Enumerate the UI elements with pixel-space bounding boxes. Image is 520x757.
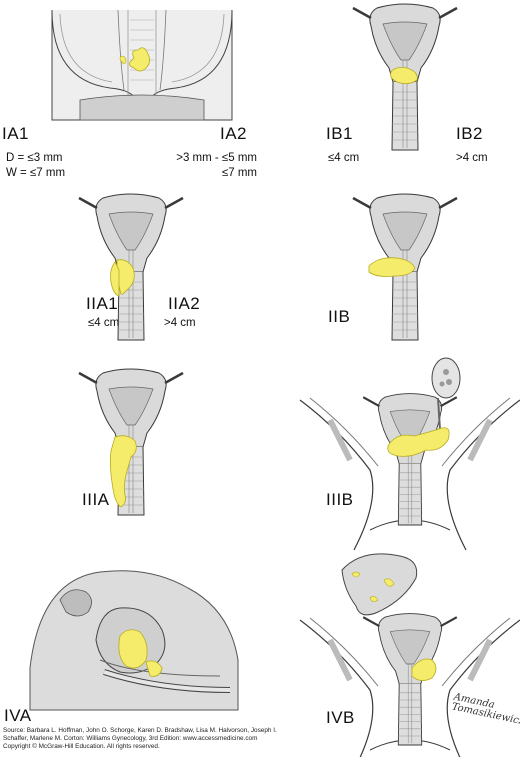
- source-line-2: Schaffer, Marlene M. Corton: Williams Gy…: [3, 735, 258, 743]
- panel-iiib-illustration: [300, 357, 520, 550]
- source-line-1: Source: Barbara L. Hoffman, John O. Scho…: [3, 727, 277, 734]
- stage-iiia-label: IIIA: [82, 490, 110, 509]
- stage-ia1-label: IA1: [2, 124, 30, 143]
- stage-ia2-label: IA2: [220, 124, 248, 143]
- stage-iva-label: IVA: [4, 706, 32, 725]
- ib1-size-text: ≤4 cm: [328, 152, 360, 164]
- copyright-line: Copyright © McGraw-Hill Education. All r…: [3, 743, 160, 751]
- iia2-size-text: >4 cm: [164, 317, 196, 329]
- ia2-depth-text: >3 mm - ≤5 mm: [176, 152, 257, 164]
- stage-ivb-label: IVB: [326, 708, 355, 727]
- panel-ivb-illustration: [300, 553, 520, 757]
- stage-iia2-label: IIA2: [168, 294, 201, 313]
- stage-iib-label: IIB: [328, 307, 351, 326]
- panel-iiia-illustration: [77, 367, 185, 517]
- panel-ib-illustration: [351, 2, 459, 152]
- source-credit: Source: Barbara L. Hoffman, John O. Scho…: [3, 727, 303, 752]
- ia1-depth-text: D = ≤3 mm: [6, 152, 63, 164]
- panel-ia-illustration: [51, 9, 233, 121]
- iia1-size-text: ≤4 cm: [88, 317, 120, 329]
- panel-iia-illustration: [77, 192, 185, 342]
- ia2-width-text: ≤7 mm: [221, 167, 257, 179]
- panel-iva-illustration: [29, 570, 239, 711]
- stage-ib1-label: IB1: [326, 124, 354, 143]
- stage-iiib-label: IIIB: [326, 490, 354, 509]
- stage-iia1-label: IIA1: [86, 294, 119, 313]
- ib2-size-text: >4 cm: [456, 152, 488, 164]
- ia1-width-text: W = ≤7 mm: [6, 167, 66, 179]
- stage-ib2-label: IB2: [456, 124, 484, 143]
- panel-iib-illustration: [351, 192, 459, 342]
